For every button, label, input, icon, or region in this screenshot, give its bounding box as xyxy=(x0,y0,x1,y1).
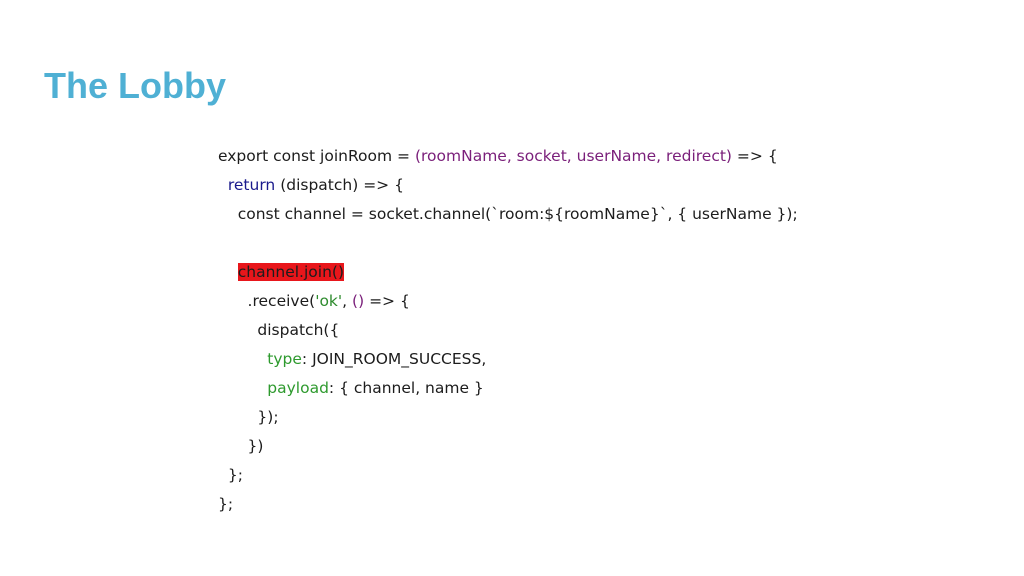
code-token: export const joinRoom = xyxy=(218,147,415,165)
code-token: : JOIN_ROOM_SUCCESS, xyxy=(301,350,487,368)
code-token: => { xyxy=(364,292,410,310)
code-line-11: }) xyxy=(218,437,264,455)
code-params: () xyxy=(352,292,365,310)
code-token: , xyxy=(342,292,353,310)
code-line-5: channel.join() xyxy=(218,258,798,287)
highlighted-code: channel.join() xyxy=(237,263,344,281)
code-token: => { xyxy=(731,147,778,165)
code-line-4 xyxy=(218,229,798,258)
code-string: 'ok' xyxy=(315,292,343,310)
code-indent xyxy=(218,263,238,281)
code-indent xyxy=(218,176,228,194)
code-line-7: dispatch({ xyxy=(218,321,340,339)
code-line-6: .receive('ok', () => { xyxy=(218,287,798,316)
code-line-13: }; xyxy=(218,495,234,513)
code-params: (roomName, socket, userName, redirect) xyxy=(414,147,732,165)
code-indent xyxy=(218,350,267,368)
code-property: type xyxy=(267,350,302,368)
code-token: .receive( xyxy=(218,292,316,310)
code-property: payload xyxy=(267,379,329,397)
code-line-10: }); xyxy=(218,408,279,426)
code-token: (dispatch) => { xyxy=(275,176,404,194)
code-indent xyxy=(218,379,267,397)
code-line-2: return (dispatch) => { xyxy=(218,171,798,200)
code-line-12: }; xyxy=(218,466,243,484)
code-block: export const joinRoom = (roomName, socke… xyxy=(218,142,798,519)
code-line-9: payload: { channel, name } xyxy=(218,374,798,403)
code-line-1: export const joinRoom = (roomName, socke… xyxy=(218,142,798,171)
code-keyword: return xyxy=(227,176,276,194)
slide-title: The Lobby xyxy=(44,65,226,106)
code-line-8: type: JOIN_ROOM_SUCCESS, xyxy=(218,345,798,374)
code-line-3: const channel = socket.channel(`room:${r… xyxy=(218,205,798,223)
code-token: : { channel, name } xyxy=(328,379,484,397)
